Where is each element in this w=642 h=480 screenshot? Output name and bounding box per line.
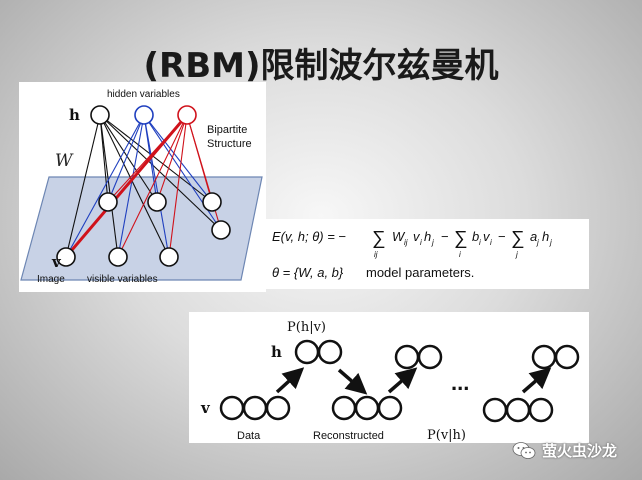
rbm-edge — [99, 114, 119, 258]
visible-unit-node — [147, 192, 167, 212]
p-v-given-h-label: P(v|h) — [427, 428, 466, 443]
hidden-node-step2 — [394, 344, 420, 370]
term1-v: v — [413, 229, 421, 244]
hidden-node-step1 — [294, 339, 320, 365]
visible-unit-node — [159, 247, 179, 267]
visible-plane — [20, 176, 263, 281]
slide-title: (RBM)限制波尔兹曼机 — [143, 46, 499, 86]
term1-v-sub: i — [420, 238, 422, 247]
sum2-subscript: i — [459, 250, 461, 259]
term3-a: a — [530, 229, 537, 244]
rbm-edge — [99, 114, 158, 203]
reconstructed-visible-node — [331, 395, 357, 421]
hidden-node-final — [554, 344, 580, 370]
data-visible-node — [242, 395, 268, 421]
energy-lhs: E(v, h; θ) = − — [272, 229, 346, 244]
reconstructed-label: Reconstructed — [313, 430, 384, 442]
rbm-edge — [143, 114, 170, 258]
reconstructed-visible-node — [377, 395, 403, 421]
visible-unit-node — [108, 247, 128, 267]
visible-unit-node — [211, 220, 231, 240]
sum-symbol-3: ∑ — [511, 228, 525, 249]
term2-b: b — [472, 229, 479, 244]
rbm-edges — [64, 114, 222, 258]
wechat-icon — [512, 441, 536, 459]
term3-h: h — [542, 229, 549, 244]
minus-3: − — [498, 229, 506, 244]
rbm-edge — [107, 114, 145, 203]
bipartite-label-line1: Bipartite — [207, 124, 247, 136]
chain-visible-node — [505, 397, 531, 423]
hidden-node-step2 — [417, 344, 443, 370]
sampling-h-label: h — [271, 343, 282, 361]
rbm-diagram-panel: hidden variables h Bipartite Structure W… — [19, 82, 266, 292]
theta-definition: θ = {W, a, b} — [272, 265, 344, 280]
rbm-edge — [168, 114, 188, 258]
visible-unit-node — [56, 247, 76, 267]
minus-2: − — [441, 229, 449, 244]
rbm-nodes — [56, 105, 231, 267]
visible-unit-node — [98, 192, 118, 212]
arrow-reconstructed-to-h — [387, 367, 418, 394]
bipartite-label-line2: Structure — [207, 138, 252, 150]
rbm-edge — [117, 114, 145, 258]
weights-label: W — [55, 151, 74, 171]
term1-h-sub: j — [431, 238, 434, 247]
term1-w-sub: ij — [404, 238, 408, 247]
watermark: 萤火虫沙龙 — [512, 440, 617, 461]
rbm-edge — [99, 114, 170, 258]
rbm-network-svg: hidden variables h Bipartite Structure W… — [20, 89, 263, 285]
arrow-chain-to-h — [521, 367, 552, 394]
sum-symbol-2: ∑ — [454, 228, 468, 249]
h-layer-label: h — [69, 106, 80, 124]
image-label: Image — [37, 274, 65, 285]
sum-symbol-1: ∑ — [372, 228, 386, 249]
rbm-edge — [64, 114, 189, 258]
visible-unit-node — [202, 192, 222, 212]
chain-visible-node — [528, 397, 554, 423]
rbm-edge — [65, 114, 145, 258]
watermark-text: 萤火虫沙龙 — [542, 442, 618, 460]
rbm-edge — [143, 114, 213, 203]
term3-a-sub: j — [536, 238, 539, 247]
hidden-unit-node — [90, 105, 110, 125]
hidden-unit-node — [177, 105, 197, 125]
hidden-node-step1 — [317, 339, 343, 365]
arrow-h-to-reconstructed — [337, 368, 368, 395]
data-label: Data — [237, 430, 261, 442]
v-layer-label: v — [51, 253, 62, 271]
hidden-unit-node — [134, 105, 154, 125]
p-h-given-v-label: P(h|v) — [287, 320, 326, 335]
sampling-arrows — [275, 367, 552, 395]
term1-w: W — [392, 229, 406, 244]
reconstructed-visible-node — [354, 395, 380, 421]
sampling-v-label: v — [200, 399, 211, 417]
rbm-edge — [99, 114, 222, 231]
sum3-subscript: j — [515, 250, 518, 259]
rbm-edge — [117, 114, 188, 258]
visible-variables-label: visible variables — [87, 274, 158, 285]
term2-v: v — [483, 229, 491, 244]
gibbs-sampling-panel: P(h|v) h v ... Data Reconstructed P(v|h) — [189, 312, 589, 443]
chain-visible-node — [482, 397, 508, 423]
rbm-edge — [156, 114, 188, 203]
hidden-variables-label: hidden variables — [107, 89, 180, 100]
arrow-data-to-h — [275, 367, 305, 394]
rbm-edge — [65, 114, 101, 258]
term2-b-sub: i — [479, 238, 481, 247]
data-visible-node — [219, 395, 245, 421]
data-visible-node — [265, 395, 291, 421]
rbm-edge — [99, 114, 213, 203]
hidden-node-final — [531, 344, 557, 370]
term2-v-sub: i — [490, 238, 492, 247]
energy-equation-svg: E(v, h; θ) = − ∑ ij W ij v i h j − ∑ i b… — [272, 228, 552, 280]
term3-h-sub: j — [549, 238, 552, 247]
gibbs-sampling-svg: P(h|v) h v ... Data Reconstructed P(v|h) — [200, 320, 580, 443]
energy-equation-panel: E(v, h; θ) = − ∑ ij W ij v i h j − ∑ i b… — [266, 219, 589, 289]
sum1-subscript: ij — [374, 250, 378, 259]
chain-ellipsis: ... — [451, 370, 469, 395]
term1-h: h — [424, 229, 431, 244]
model-parameters-text: model parameters. — [366, 265, 474, 280]
